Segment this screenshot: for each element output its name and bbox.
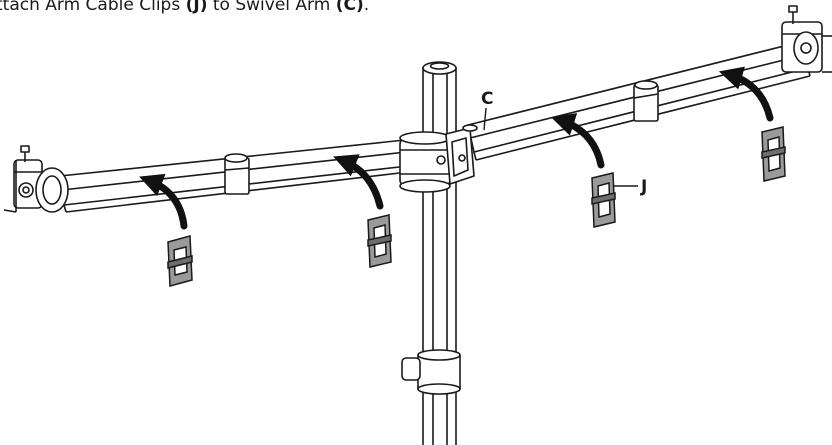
motion-arrow-3	[550, 113, 605, 169]
left-arm	[3, 139, 409, 213]
motion-arrow-2	[333, 154, 384, 210]
pole-cable-clamp	[401, 349, 461, 395]
motion-arrows	[139, 66, 774, 230]
motion-arrow-4	[718, 66, 774, 122]
instruction-middle: to Swivel Arm	[212, 0, 331, 15]
motion-arrow-1	[139, 173, 188, 230]
instruction-lead: ttach Arm Cable Clips	[0, 0, 181, 15]
swivel-hub	[399, 124, 478, 193]
instruction-text: ttach Arm Cable Clips (J) to Swivel Arm …	[0, 0, 369, 15]
cable-clip-1	[167, 235, 193, 287]
instruction-part-j: (J)	[185, 0, 208, 15]
instruction-end: .	[363, 0, 370, 15]
cable-clip-4	[761, 126, 786, 182]
cable-clip-2	[367, 214, 392, 268]
callout-c-label: C	[481, 89, 493, 109]
cable-clip-3	[591, 172, 616, 228]
callout-leaders	[483, 107, 638, 187]
callout-j-label: J	[640, 177, 647, 197]
instruction-part-c: (C)	[335, 0, 364, 15]
